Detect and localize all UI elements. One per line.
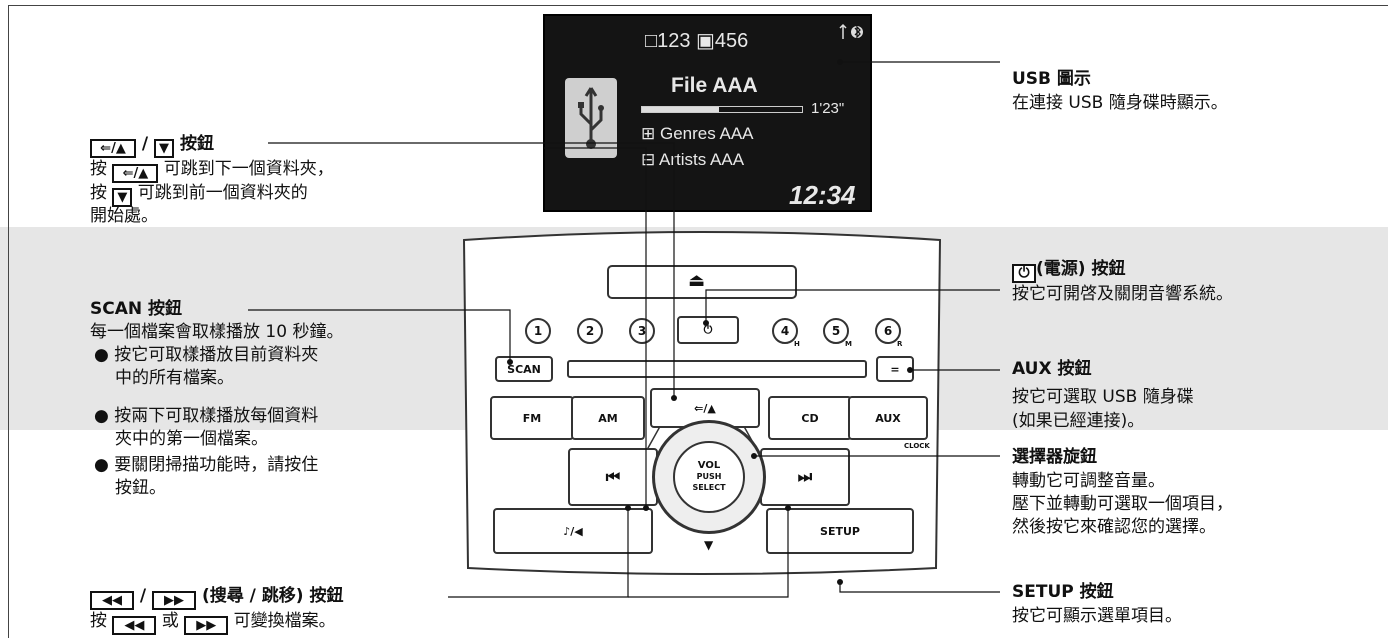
- setup-button[interactable]: SETUP: [766, 508, 914, 554]
- folder-desc-3: 開始處。: [90, 206, 158, 226]
- seek-forward-button[interactable]: ⏭: [760, 448, 850, 506]
- figure-frame: [8, 5, 1388, 638]
- scan-bullet-1b: 中的所有檔案。: [115, 368, 234, 388]
- clock-label: CLOCK: [904, 442, 930, 450]
- knob-desc-2: 壓下並轉動可選取一個項目，: [1012, 494, 1233, 514]
- preset-button-4[interactable]: 4: [772, 318, 798, 344]
- aux-button[interactable]: AUX: [848, 396, 928, 440]
- audio-display: □123 ▣456 File AAA 1'23" ⊞ Genres AAA ⊟ …: [543, 14, 872, 212]
- power-title: ⏻(電源) 按鈕: [1012, 258, 1125, 283]
- scan-bullet-1: ● 按它可取樣播放目前資料夾: [94, 345, 319, 365]
- preset-sub-5: M: [845, 340, 852, 348]
- preset-sub-6: R: [897, 340, 903, 348]
- folder-desc-2: 按 ▼ 可跳到前一個資料夾的: [90, 183, 308, 207]
- folder-down-button[interactable]: ▼: [704, 538, 714, 552]
- preset-button-6[interactable]: 6: [875, 318, 901, 344]
- power-button[interactable]: ⏻: [677, 316, 739, 344]
- scan-title: SCAN 按鈕: [90, 299, 183, 319]
- scan-bullet-2: ● 按兩下可取樣播放每個資料: [94, 406, 319, 426]
- aux-title: AUX 按鈕: [1012, 359, 1092, 379]
- aux-desc-1: 按它可選取 USB 隨身碟: [1012, 387, 1194, 407]
- knob-desc-1: 轉動它可調整音量。: [1012, 471, 1165, 491]
- eject-button[interactable]: ⏏: [688, 270, 706, 291]
- preset-button-3[interactable]: 3: [629, 318, 655, 344]
- time-elapsed: 1'23": [811, 100, 845, 117]
- sound-button[interactable]: ♪/◀: [493, 508, 653, 554]
- knob-desc-3: 然後按它來確認您的選擇。: [1012, 517, 1216, 537]
- seek-desc: 按 ◀◀ 或 ▶▶ 可變換檔案。: [90, 611, 336, 635]
- preset-button-1[interactable]: 1: [525, 318, 551, 344]
- bluetooth-icon: [839, 22, 865, 44]
- scan-bullet-3b: 按鈕。: [115, 478, 166, 498]
- genre: ⊞ Genres AAA: [641, 124, 754, 143]
- scan-desc: 每一個檔案會取樣播放 10 秒鐘。: [90, 322, 344, 342]
- file-name: File AAA: [671, 74, 758, 97]
- power-desc: 按它可開啓及關閉音響系統。: [1012, 284, 1233, 304]
- am-button[interactable]: AM: [571, 396, 645, 440]
- preset-sub-4: H: [794, 340, 800, 348]
- aux-desc-2: (如果已經連接)。: [1012, 411, 1145, 431]
- scan-button[interactable]: SCAN: [495, 356, 553, 382]
- cd-button[interactable]: CD: [768, 396, 852, 440]
- cd-slot: [567, 360, 867, 378]
- usb-icon: [565, 78, 617, 158]
- seek-back-button[interactable]: ⏮: [568, 448, 658, 506]
- artist: ⊟ Artists AAA: [641, 150, 745, 169]
- scan-bullet-3: ● 要關閉掃描功能時，請按住: [94, 455, 319, 475]
- setup-title: SETUP 按鈕: [1012, 582, 1114, 602]
- usb-title: USB 圖示: [1012, 69, 1091, 89]
- folder-buttons-title: ⇐/▲ / ▼ 按鈕: [90, 133, 214, 158]
- preset-button-2[interactable]: 2: [577, 318, 603, 344]
- scan-bullet-2b: 夾中的第一個檔案。: [115, 429, 268, 449]
- clock-display: 12:34: [789, 180, 856, 210]
- preset-button-5[interactable]: 5: [823, 318, 849, 344]
- folder-desc-1: 按 ⇐/▲ 可跳到下一個資料夾，: [90, 159, 334, 183]
- usb-desc: 在連接 USB 隨身碟時顯示。: [1012, 93, 1228, 113]
- seek-title: ◀◀ / ▶▶ (搜尋 / 跳移) 按鈕: [90, 585, 343, 610]
- progress-bar: [641, 106, 803, 113]
- track-counts: □123 ▣456: [645, 30, 749, 52]
- setup-desc: 按它可顯示選單項目。: [1012, 606, 1182, 626]
- knob-title: 選擇器旋鈕: [1012, 447, 1097, 467]
- aux-port: =: [876, 356, 914, 382]
